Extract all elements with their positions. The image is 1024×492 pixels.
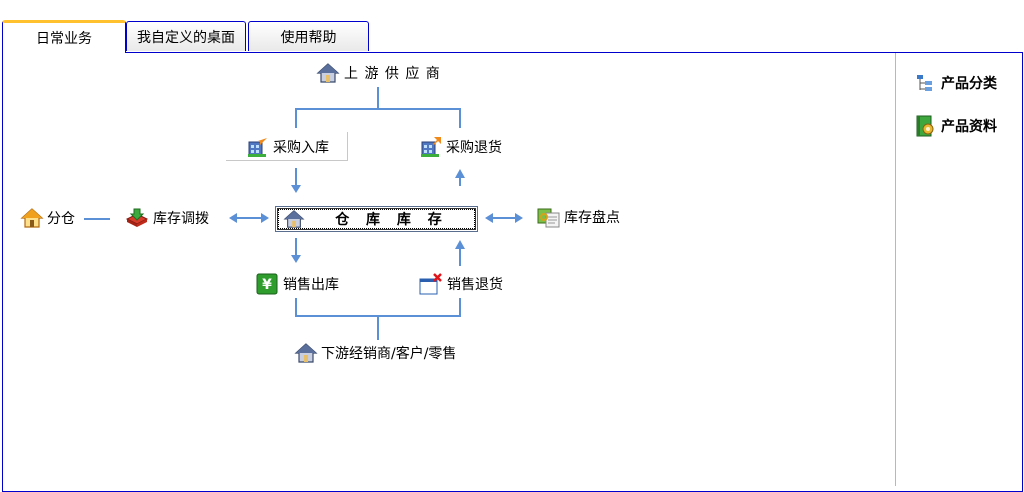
tab-daily-business[interactable]: 日常业务 <box>2 20 126 53</box>
sidebar-item-product-category[interactable]: 产品分类 <box>915 73 997 93</box>
sidebar-item-label: 产品分类 <box>941 76 997 92</box>
tab-help[interactable]: 使用帮助 <box>248 21 369 51</box>
tab-label: 日常业务 <box>36 31 92 47</box>
building-arrow-in-icon <box>248 138 267 157</box>
sidebar-divider <box>895 53 896 486</box>
flow-line <box>377 87 379 109</box>
sidebar-item-label: 产品资料 <box>941 119 997 135</box>
purchase-in-label: 采购入库 <box>273 140 329 156</box>
transfer-label: 库存调拨 <box>153 211 209 227</box>
book-transfer-icon <box>125 208 149 227</box>
stock-transfer-button[interactable]: 库存调拨 <box>125 207 209 229</box>
tab-label: 使用帮助 <box>280 29 337 46</box>
gear-book-icon <box>916 115 934 137</box>
flow-line <box>295 298 297 316</box>
sales-return-label: 销售退货 <box>447 277 503 293</box>
sidebar-item-product-info[interactable]: 产品资料 <box>915 115 997 137</box>
warehouse-label: 仓 库 库 存 <box>335 212 448 228</box>
supplier-node[interactable]: 上 游 供 应 商 <box>316 62 441 84</box>
flow-line <box>295 108 297 128</box>
downstream-label: 下游经销商/客户/零售 <box>321 346 457 362</box>
sales-return-button[interactable]: 销售退货 <box>419 273 503 295</box>
supplier-label: 上 游 供 应 商 <box>344 66 441 82</box>
building-arrow-out-icon <box>421 137 441 157</box>
branch-label: 分仓 <box>47 211 75 227</box>
stocktake-icon <box>537 208 560 228</box>
house-orange-icon <box>20 208 44 228</box>
sales-out-button[interactable]: ¥ 销售出库 <box>256 273 339 295</box>
stocktake-label: 库存盘点 <box>564 210 620 226</box>
purchase-in-button-frame <box>226 132 348 161</box>
yen-icon: ¥ <box>256 273 278 295</box>
house-icon <box>294 343 318 363</box>
house-icon <box>316 63 340 83</box>
purchase-return-label: 采购退货 <box>446 140 502 156</box>
purchase-return-button[interactable]: 采购退货 <box>420 136 502 158</box>
tab-label: 我自定义的桌面 <box>137 29 235 46</box>
sales-out-label: 销售出库 <box>283 277 339 293</box>
flow-line <box>459 298 461 316</box>
stocktake-button[interactable]: 库存盘点 <box>537 206 620 228</box>
house-icon <box>283 210 305 228</box>
purchase-in-button[interactable]: 采购入库 <box>247 136 329 158</box>
window-cross-icon <box>419 273 442 295</box>
svg-text:¥: ¥ <box>262 277 272 293</box>
downstream-node[interactable]: 下游经销商/客户/零售 <box>294 342 456 364</box>
flow-line <box>459 108 461 128</box>
branch-warehouse-node[interactable]: 分仓 <box>20 207 75 229</box>
flow-line <box>295 108 461 110</box>
tree-icon <box>917 75 932 91</box>
flow-line <box>377 316 379 340</box>
main-panel <box>2 52 1023 492</box>
warehouse-stock-button[interactable]: 仓 库 库 存 <box>275 206 478 232</box>
flow-line <box>84 218 110 220</box>
tab-custom-desktop[interactable]: 我自定义的桌面 <box>126 21 246 51</box>
